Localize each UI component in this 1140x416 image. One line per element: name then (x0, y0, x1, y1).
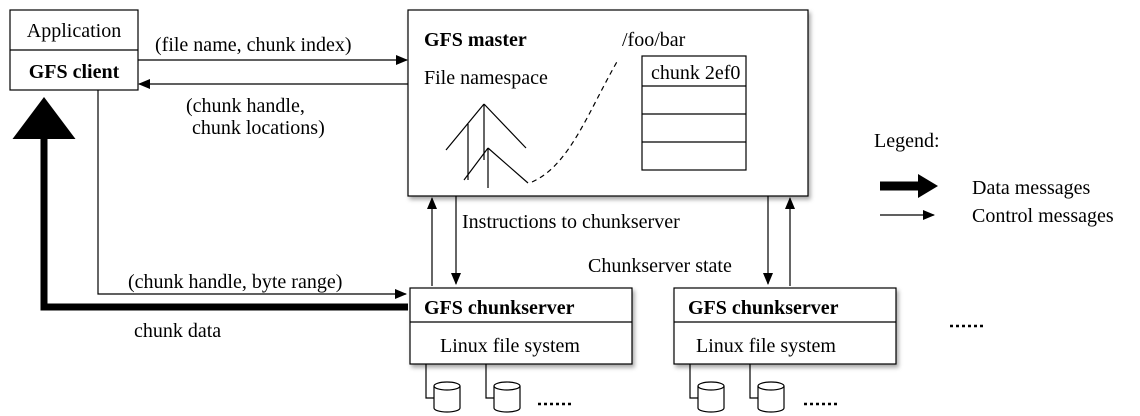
namespace-tree-icon (445, 103, 529, 188)
chunk-table: chunk 2ef0 (641, 55, 747, 171)
chunkserver-1-fs-label: Linux file system (440, 335, 580, 357)
path-label: /foo/bar (622, 29, 686, 51)
disk-icon (697, 381, 725, 413)
master-box: GFS master File namespace /foo/bar (407, 9, 809, 197)
master-title: GFS master (424, 29, 527, 51)
chunk-table-outline (641, 55, 747, 171)
chunkserver-1-outline (409, 287, 633, 365)
chunkserver-1-title: GFS chunkserver (424, 297, 575, 319)
chunk-label: chunk 2ef0 (651, 62, 740, 84)
data-request-label: (chunk handle, byte range) (128, 271, 342, 293)
legend-data-label: Data messages (972, 177, 1091, 199)
reply-label-line2: chunk locations) (192, 117, 325, 139)
data-request-arrow (97, 90, 407, 299)
chunkserver-2-outline (673, 287, 897, 365)
chunkserver-2-fs-label: Linux file system (696, 335, 836, 357)
chunkserver-2: GFS chunkserver Linux file system (673, 287, 897, 413)
legend: Legend: Data messages Control messages (874, 130, 1114, 227)
chunkserver-1: GFS chunkserver Linux file system (409, 287, 633, 413)
client-box: Application GFS client (9, 9, 139, 91)
legend-control-label: Control messages (972, 205, 1114, 227)
disk-icon (493, 381, 521, 413)
namespace-label: File namespace (424, 67, 548, 89)
legend-data-arrow-head (918, 174, 938, 198)
path-mapping-curve (531, 59, 619, 183)
request-label: (file name, chunk index) (155, 34, 352, 56)
gfs-client-label: GFS client (29, 61, 120, 83)
disk-icon (757, 381, 785, 413)
reply-label-line1: (chunk handle, (186, 95, 305, 117)
disk-icon (433, 381, 461, 413)
state-label: Chunkserver state (588, 255, 732, 277)
chunk-data-arrow (12, 97, 408, 311)
instructions-label: Instructions to chunkserver (462, 211, 680, 233)
legend-title: Legend: (874, 130, 940, 152)
application-label: Application (27, 20, 121, 42)
chunkserver-2-title: GFS chunkserver (688, 297, 839, 319)
chunk-data-label: chunk data (134, 320, 221, 342)
